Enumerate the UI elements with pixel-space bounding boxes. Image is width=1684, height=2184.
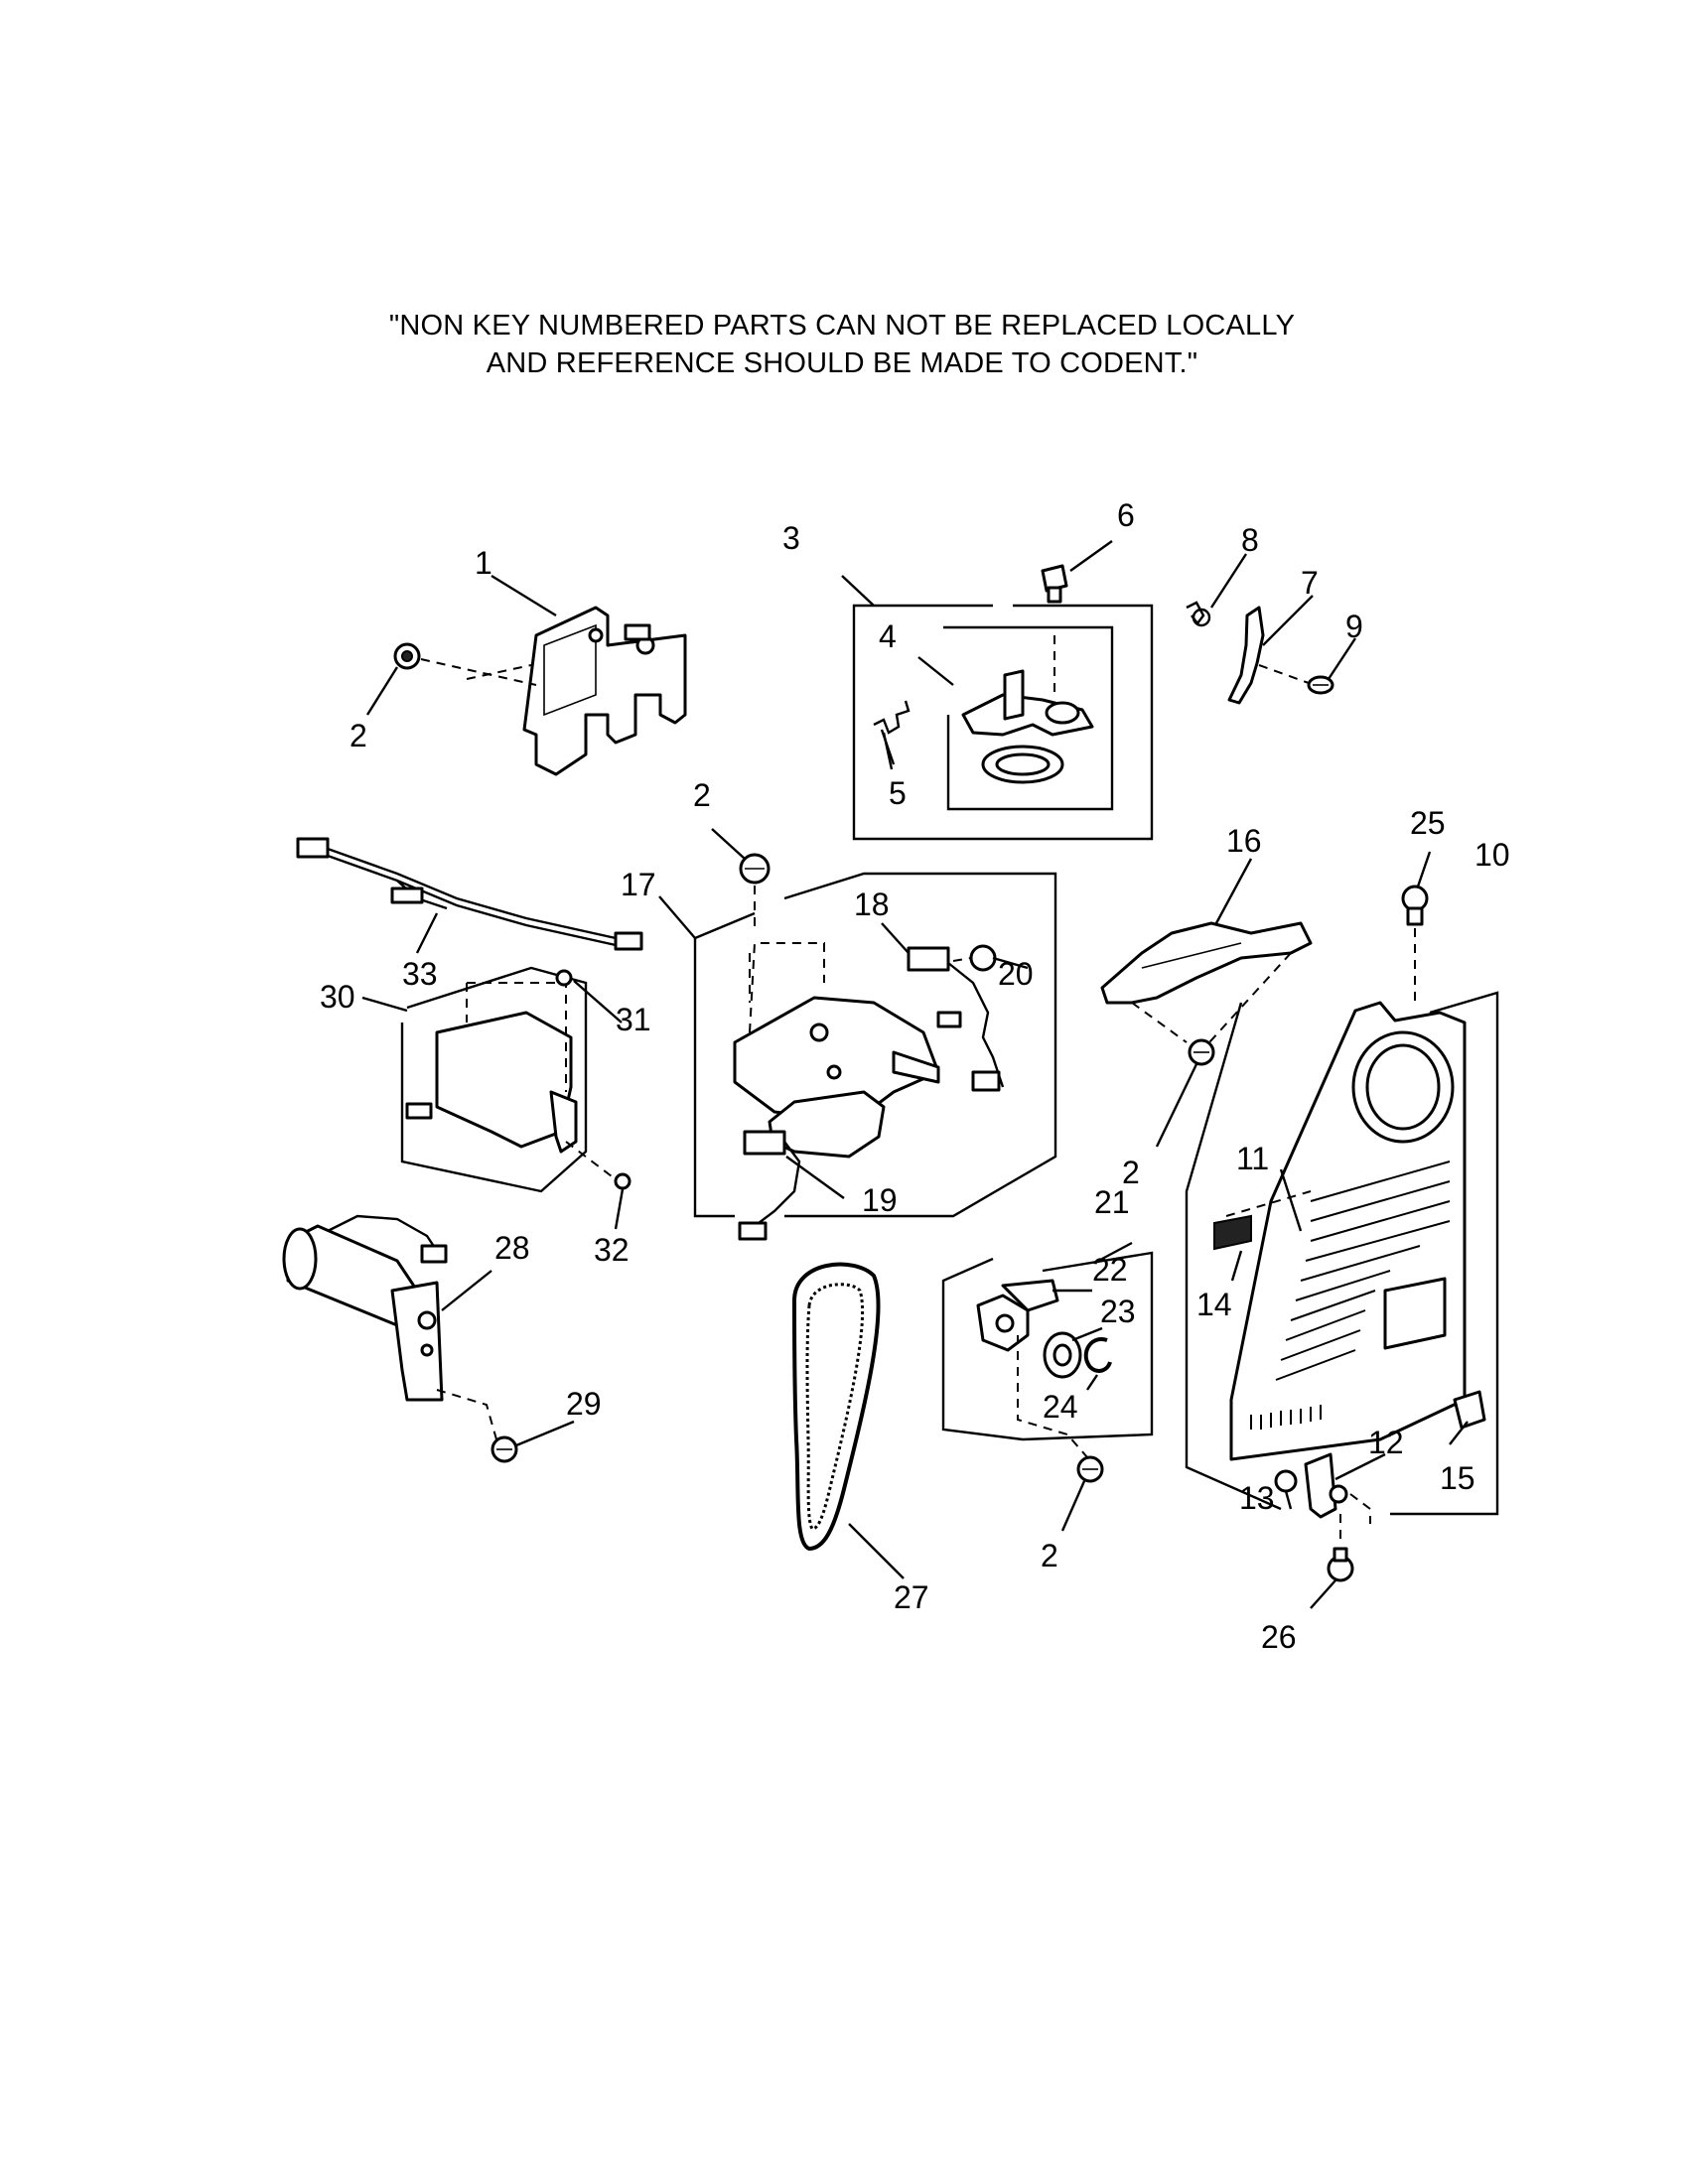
callout-5: 5 [889,775,907,811]
callout-14: 14 [1196,1287,1232,1322]
callout-8: 8 [1241,522,1259,558]
part-1-bracket [522,606,687,776]
part-9-screw [1307,675,1334,695]
assembly-21-box [941,1251,1154,1441]
callout-30: 30 [320,979,355,1015]
callout-13: 13 [1239,1480,1275,1516]
callout-31: 31 [616,1002,651,1037]
callout-2c: 2 [1122,1155,1140,1190]
part-15-label [1453,1390,1486,1430]
callout-12: 12 [1368,1425,1404,1460]
callout-labels: 1 2 3 4 5 6 7 8 9 10 11 12 13 14 15 16 1… [320,497,1510,1655]
part-12-hinge [1304,1452,1348,1519]
callout-21: 21 [1094,1184,1130,1220]
callout-24: 24 [1043,1389,1078,1425]
callout-25: 25 [1410,805,1446,841]
part-8-spring [1186,601,1211,627]
callout-33: 33 [402,956,438,992]
callout-17: 17 [621,867,656,902]
part-2-screw-c [1188,1038,1215,1066]
callout-22: 22 [1092,1252,1128,1288]
callout-19: 19 [862,1182,898,1218]
part-11-side-cover [1229,1001,1467,1461]
callout-9: 9 [1345,609,1363,644]
callout-26: 26 [1261,1619,1297,1655]
callout-4: 4 [879,618,897,654]
part-26-screw [1327,1547,1354,1582]
assembly-3-box [852,604,1154,841]
part-24-clip [1083,1337,1112,1373]
callout-29: 29 [566,1386,602,1422]
callout-1: 1 [475,545,492,581]
assembly-10-box [1185,991,1499,1516]
note-line-2: AND REFERENCE SHOULD BE MADE TO CODENT." [486,347,1198,379]
callout-18: 18 [854,887,890,922]
callout-32: 32 [594,1232,630,1268]
part-27-belt [791,1262,881,1552]
note-line-1: "NON KEY NUMBERED PARTS CAN NOT BE REPLA… [388,310,1296,341]
assembly-30-box [400,966,588,1193]
part-32-screw [614,1172,632,1190]
callout-2b: 2 [693,777,711,813]
part-31-screw [555,969,573,987]
part-28-motor [282,1214,448,1402]
part-29-screw [491,1435,518,1463]
callout-20: 20 [998,956,1034,992]
callout-3: 3 [782,520,800,556]
part-7-lever [1227,606,1265,705]
part-2-screw-d [1076,1455,1104,1483]
part-33-wire-harness [296,837,643,951]
callout-23: 23 [1100,1294,1136,1329]
part-20-screw [969,944,997,972]
part-6-screw [1041,564,1068,604]
callout-27: 27 [894,1579,929,1615]
callout-7: 7 [1301,565,1319,601]
callout-28: 28 [494,1230,530,1266]
callout-2a: 2 [350,718,367,753]
assembly-17-box [693,872,1057,1241]
part-2-screw-a [393,642,421,670]
part-2-screw-b [739,853,771,885]
part-16-cover [1100,921,1313,1005]
callout-16: 16 [1226,823,1262,859]
part-25-screw [1401,885,1429,926]
part-13-screw [1274,1469,1298,1493]
callout-10: 10 [1474,837,1510,873]
callout-6: 6 [1117,497,1135,533]
callout-11: 11 [1236,1141,1269,1176]
part-23-roller [1043,1331,1082,1379]
callout-15: 15 [1440,1460,1475,1496]
part-14-label [1213,1214,1252,1251]
callout-2d: 2 [1041,1538,1058,1573]
